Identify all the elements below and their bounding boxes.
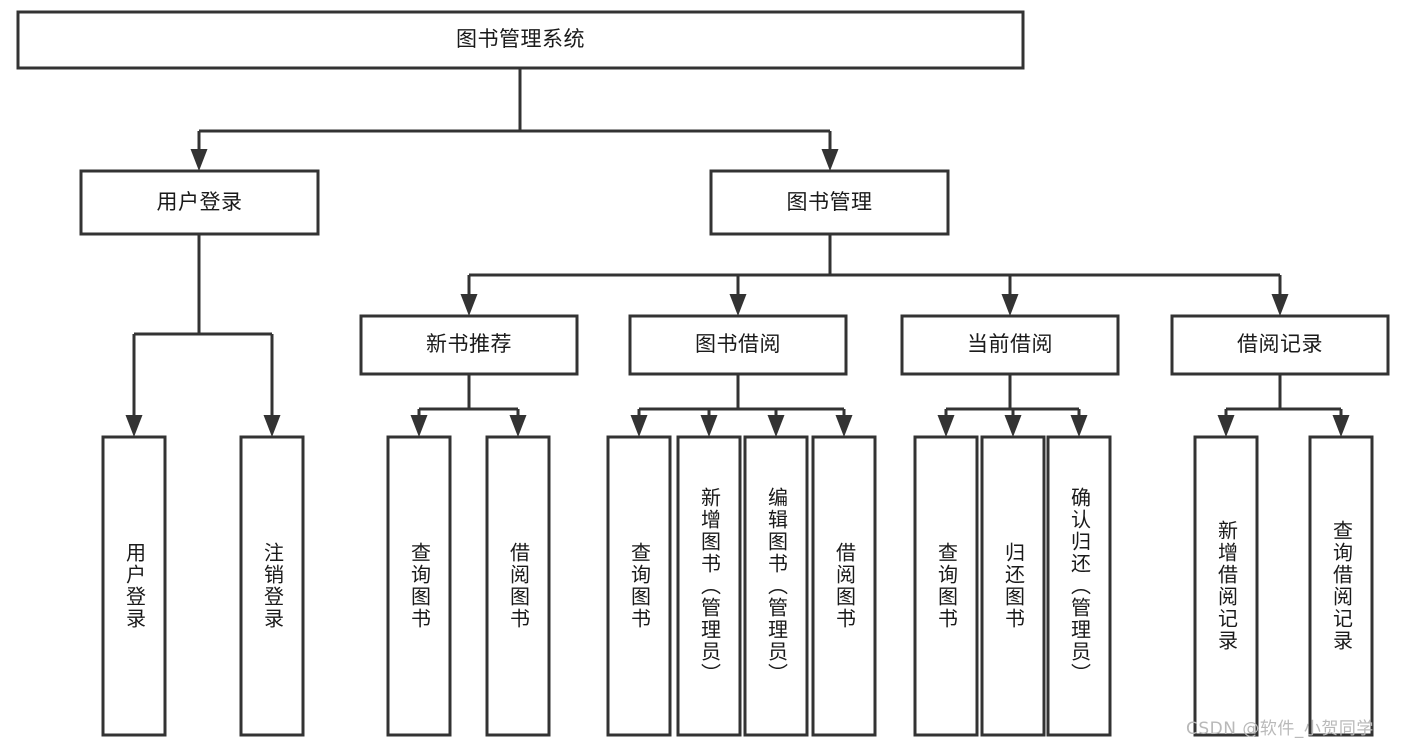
node-box-leaf-return-book[interactable] [980, 435, 1046, 737]
edges-layer [125, 68, 1350, 437]
node-box-user-login[interactable] [79, 169, 320, 236]
node-box-book-management[interactable] [709, 169, 950, 236]
edge-record-to-leaf1-head [1217, 415, 1235, 437]
node-box-leaf-borrow-book-recommend[interactable] [485, 435, 551, 737]
node-box-leaf-borrow-book[interactable] [811, 435, 877, 737]
node-box-leaf-query-borrow-record[interactable] [1308, 435, 1374, 737]
edge-borrow-to-leaf4-head [835, 415, 853, 437]
node-box-new-book-recommend[interactable] [359, 314, 579, 376]
edge-bookmgmt-to-current-head [1001, 294, 1019, 316]
node-box-root[interactable] [16, 10, 1025, 70]
edge-userlogin-to-leaf2-head [263, 415, 281, 437]
node-box-leaf-add-book-admin[interactable] [676, 435, 742, 737]
edge-recommend-to-leaf1-head [410, 415, 428, 437]
node-box-leaf-query-book-current[interactable] [913, 435, 979, 737]
csdn-watermark: CSDN @软件_小贺同学 [1186, 719, 1374, 739]
edge-root-to-book-management-head [821, 149, 839, 171]
node-box-leaf-query-book-borrow[interactable] [606, 435, 672, 737]
edge-root-to-user-login-head [190, 149, 208, 171]
node-box-leaf-user-login[interactable] [101, 435, 167, 737]
edge-borrow-to-leaf2-head [700, 415, 718, 437]
nodes-layer [16, 10, 1390, 737]
node-box-leaf-confirm-return-admin[interactable] [1046, 435, 1112, 737]
node-box-leaf-query-book-recommend[interactable] [386, 435, 452, 737]
node-box-book-borrow[interactable] [628, 314, 848, 376]
edge-record-to-leaf2-head [1332, 415, 1350, 437]
edge-current-to-leaf1-head [937, 415, 955, 437]
node-box-leaf-add-borrow-record[interactable] [1193, 435, 1259, 737]
edge-borrow-to-leaf3-head [767, 415, 785, 437]
edge-current-to-leaf2-head [1004, 415, 1022, 437]
edge-userlogin-to-leaf1-head [125, 415, 143, 437]
node-box-borrow-record[interactable] [1170, 314, 1390, 376]
edge-borrow-to-leaf1-head [630, 415, 648, 437]
edge-bookmgmt-to-record-head [1271, 294, 1289, 316]
node-box-current-borrow[interactable] [900, 314, 1120, 376]
edge-current-to-leaf3-head [1070, 415, 1088, 437]
node-box-leaf-user-logout[interactable] [239, 435, 305, 737]
edge-bookmgmt-to-recommend-head [460, 294, 478, 316]
node-box-leaf-edit-book-admin[interactable] [743, 435, 809, 737]
edge-recommend-to-leaf2-head [509, 415, 527, 437]
edge-bookmgmt-to-borrow-head [729, 294, 747, 316]
